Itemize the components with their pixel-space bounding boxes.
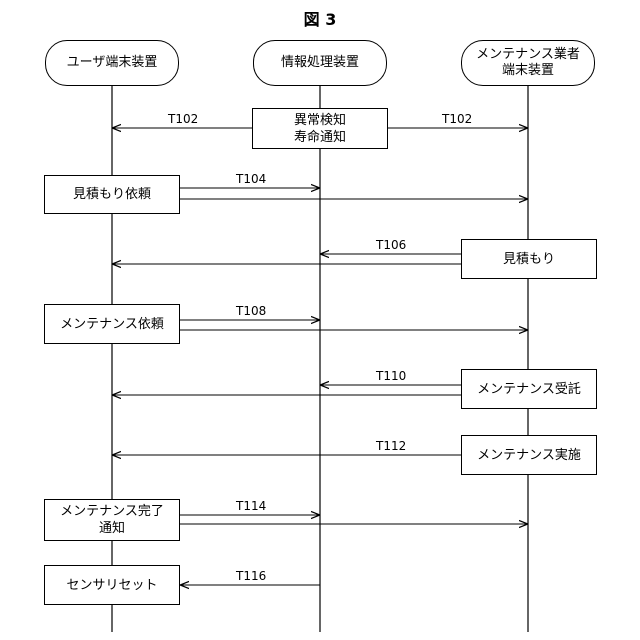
lane-header-vendor: メンテナンス業者 端末装置 <box>461 40 595 86</box>
step-t108: T108 <box>236 304 266 318</box>
box-maintenance-perform: メンテナンス実施 <box>461 435 597 475</box>
lane-vendor-label-1: メンテナンス業者 <box>476 47 580 63</box>
box-estimate-request-label: 見積もり依頼 <box>73 186 151 203</box>
box-complete-line2: 通知 <box>99 520 125 537</box>
step-t110: T110 <box>376 369 406 383</box>
step-t106: T106 <box>376 238 406 252</box>
step-t102-left: T102 <box>168 112 198 126</box>
lane-header-user: ユーザ端末装置 <box>45 40 179 86</box>
step-t104: T104 <box>236 172 266 186</box>
box-maintenance-request-label: メンテナンス依頼 <box>60 316 164 333</box>
box-sensor-reset: センサリセット <box>44 565 180 605</box>
lane-vendor-label-2: 端末装置 <box>502 63 554 79</box>
box-estimate-request: 見積もり依頼 <box>44 175 180 214</box>
lane-user-label: ユーザ端末装置 <box>67 55 158 71</box>
box-anomaly-line2: 寿命通知 <box>294 129 346 146</box>
box-complete-line1: メンテナンス完了 <box>60 503 164 520</box>
box-anomaly-line1: 異常検知 <box>294 112 346 129</box>
box-maintenance-request: メンテナンス依頼 <box>44 304 180 344</box>
box-maintenance-accept: メンテナンス受託 <box>461 369 597 409</box>
box-estimate-label: 見積もり <box>503 251 555 268</box>
lane-server-label: 情報処理装置 <box>281 55 359 71</box>
box-anomaly-notice: 異常検知 寿命通知 <box>252 108 388 149</box>
step-t114: T114 <box>236 499 266 513</box>
step-t102-right: T102 <box>442 112 472 126</box>
lane-header-server: 情報処理装置 <box>253 40 387 86</box>
box-estimate: 見積もり <box>461 239 597 279</box>
step-t112: T112 <box>376 439 406 453</box>
box-maintenance-accept-label: メンテナンス受託 <box>477 381 581 398</box>
box-maintenance-perform-label: メンテナンス実施 <box>477 447 581 464</box>
box-maintenance-complete: メンテナンス完了 通知 <box>44 499 180 541</box>
step-t116: T116 <box>236 569 266 583</box>
box-sensor-reset-label: センサリセット <box>66 577 157 594</box>
